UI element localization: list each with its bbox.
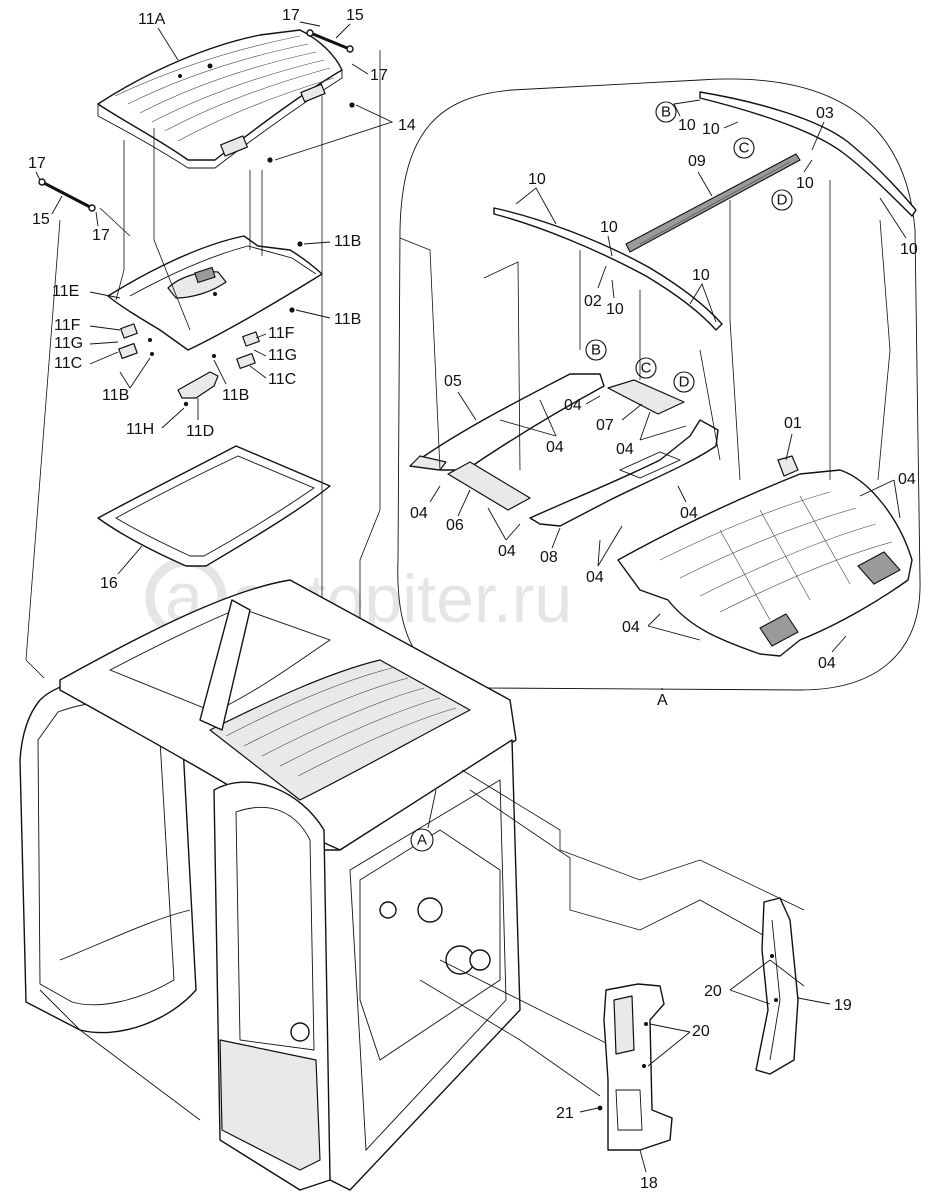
seal-frame-16 bbox=[97, 445, 331, 567]
label-11d: 11D bbox=[186, 423, 214, 440]
label-17-left-b: 17 bbox=[92, 227, 110, 244]
label-19: 19 bbox=[834, 997, 852, 1014]
label-04-g: 04 bbox=[586, 569, 604, 586]
label-11c-left: 11C bbox=[54, 355, 82, 372]
pillar-guide-lines bbox=[419, 769, 805, 1097]
label-20-right: 20 bbox=[704, 983, 722, 1000]
roof-cover-11a bbox=[97, 29, 343, 169]
label-10-e: 10 bbox=[600, 219, 618, 236]
frame-08 bbox=[529, 419, 719, 527]
callout-b-mid bbox=[585, 339, 607, 361]
label-17-left-a: 17 bbox=[28, 155, 46, 172]
headliner-11e bbox=[107, 235, 323, 351]
label-15-left: 15 bbox=[32, 211, 50, 228]
callout-c-top bbox=[733, 137, 755, 159]
label-01: 01 bbox=[784, 415, 802, 432]
callout-letter: D bbox=[679, 374, 690, 391]
label-11c-right: 11C bbox=[268, 371, 296, 388]
label-07: 07 bbox=[596, 417, 614, 434]
panel-01 bbox=[617, 455, 913, 657]
label-11g-left: 11G bbox=[54, 335, 83, 352]
label-11b-4: 11B bbox=[222, 387, 249, 404]
label-10-d: 10 bbox=[528, 171, 546, 188]
clip-11f-left bbox=[120, 323, 138, 339]
label-04-i: 04 bbox=[622, 619, 640, 636]
callout-letter: C bbox=[641, 360, 652, 377]
strip-09 bbox=[625, 153, 801, 253]
label-11a: 11A bbox=[138, 11, 166, 28]
panel-06 bbox=[447, 461, 531, 511]
label-11f-right: 11F bbox=[268, 325, 295, 342]
label-11h: 11H bbox=[126, 421, 154, 438]
clip-11f-right bbox=[242, 331, 260, 347]
pillar-cover-18 bbox=[603, 983, 673, 1151]
label-04-e: 04 bbox=[680, 505, 698, 522]
pillar-cover-19 bbox=[755, 897, 799, 1075]
label-11e: 11E bbox=[52, 283, 79, 300]
label-11b-1: 11B bbox=[334, 233, 361, 250]
hinge-rod-15-left bbox=[38, 178, 96, 212]
clip-11c-left bbox=[118, 342, 138, 360]
label-11f-left: 11F bbox=[54, 317, 81, 334]
label-11g-right: 11G bbox=[268, 347, 297, 364]
label-08: 08 bbox=[540, 549, 558, 566]
label-17-top-a: 17 bbox=[282, 7, 300, 24]
detail-guide-lines bbox=[399, 180, 891, 481]
label-03: 03 bbox=[816, 105, 834, 122]
label-10-h: 10 bbox=[900, 241, 918, 258]
label-10-c: 10 bbox=[796, 175, 814, 192]
label-11b-2: 11B bbox=[334, 311, 361, 328]
label-04-d: 04 bbox=[410, 505, 428, 522]
label-05: 05 bbox=[444, 373, 462, 390]
callout-letter: B bbox=[661, 104, 671, 121]
callout-b-top bbox=[655, 101, 677, 123]
label-18: 18 bbox=[640, 1175, 658, 1192]
rail-03 bbox=[699, 91, 917, 217]
label-04-h: 04 bbox=[898, 471, 916, 488]
label-04-j: 04 bbox=[818, 655, 836, 672]
bracket-11d bbox=[177, 371, 219, 399]
label-09: 09 bbox=[688, 153, 706, 170]
label-04-c: 04 bbox=[616, 441, 634, 458]
callout-c-mid bbox=[635, 357, 657, 379]
callout-letter: B bbox=[591, 342, 601, 359]
callout-d-top bbox=[771, 189, 793, 211]
label-04-a: 04 bbox=[564, 397, 582, 414]
rail-02 bbox=[493, 207, 723, 331]
panel-07 bbox=[607, 379, 685, 415]
label-14: 14 bbox=[398, 117, 416, 134]
label-04-b: 04 bbox=[546, 439, 564, 456]
label-15-top: 15 bbox=[346, 7, 364, 24]
label-11b-3: 11B bbox=[102, 387, 129, 404]
label-04-f: 04 bbox=[498, 543, 516, 560]
label-06: 06 bbox=[446, 517, 464, 534]
label-10-f: 10 bbox=[606, 301, 624, 318]
callout-d-mid bbox=[673, 371, 695, 393]
detail-view-a: A bbox=[397, 78, 921, 709]
label-17-top-b: 17 bbox=[370, 67, 388, 84]
callout-letter: D bbox=[777, 192, 788, 209]
label-21: 21 bbox=[556, 1105, 574, 1122]
assembly-guide-lines bbox=[25, 50, 381, 679]
callout-letter: C bbox=[739, 140, 750, 157]
label-02: 02 bbox=[584, 293, 602, 310]
callout-letter: A bbox=[417, 832, 427, 849]
label-10-b: 10 bbox=[702, 121, 720, 138]
label-10-a: 10 bbox=[678, 117, 696, 134]
label-20-left: 20 bbox=[692, 1023, 710, 1040]
label-10-g: 10 bbox=[692, 267, 710, 284]
hinge-rod-15-top bbox=[306, 29, 354, 53]
cab-frame bbox=[19, 579, 521, 1191]
label-16: 16 bbox=[100, 575, 118, 592]
clip-11c-right bbox=[236, 352, 256, 370]
callout-a-cab bbox=[410, 828, 434, 852]
detail-view-letter: A bbox=[657, 692, 668, 709]
detail-view-outline bbox=[397, 78, 921, 691]
